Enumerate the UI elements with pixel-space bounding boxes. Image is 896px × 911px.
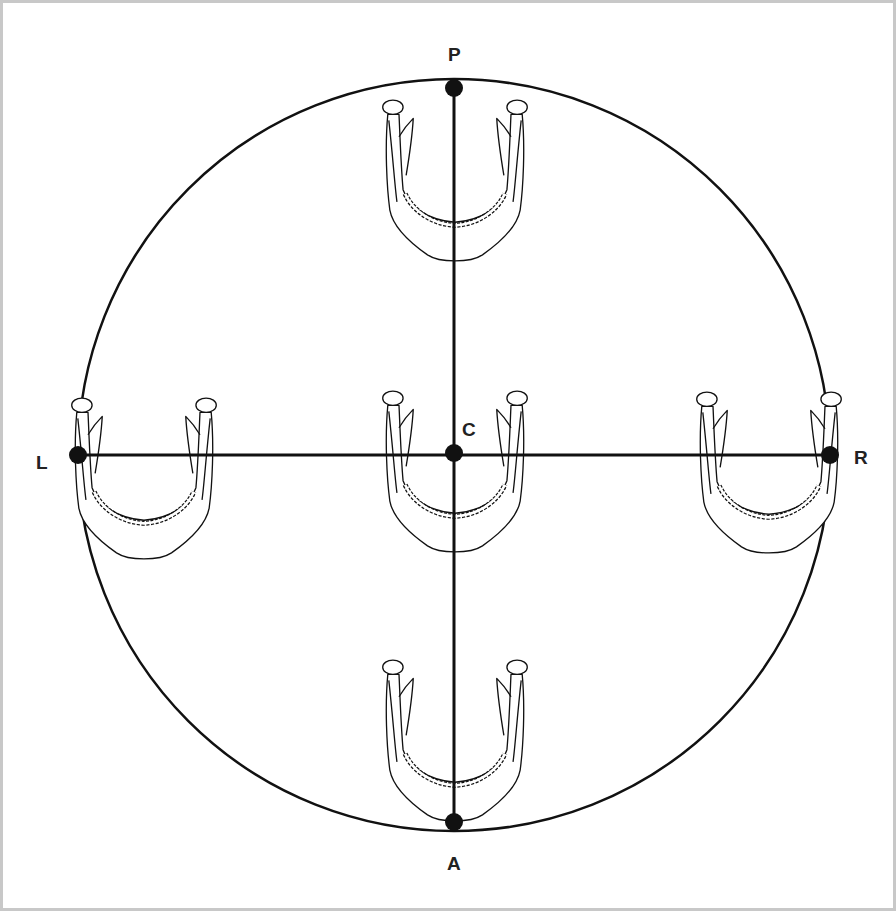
point-label: R <box>854 448 868 467</box>
point-label: P <box>448 45 461 64</box>
point-label: L <box>36 453 48 472</box>
point-label: C <box>462 420 476 439</box>
point-label: A <box>447 854 461 873</box>
